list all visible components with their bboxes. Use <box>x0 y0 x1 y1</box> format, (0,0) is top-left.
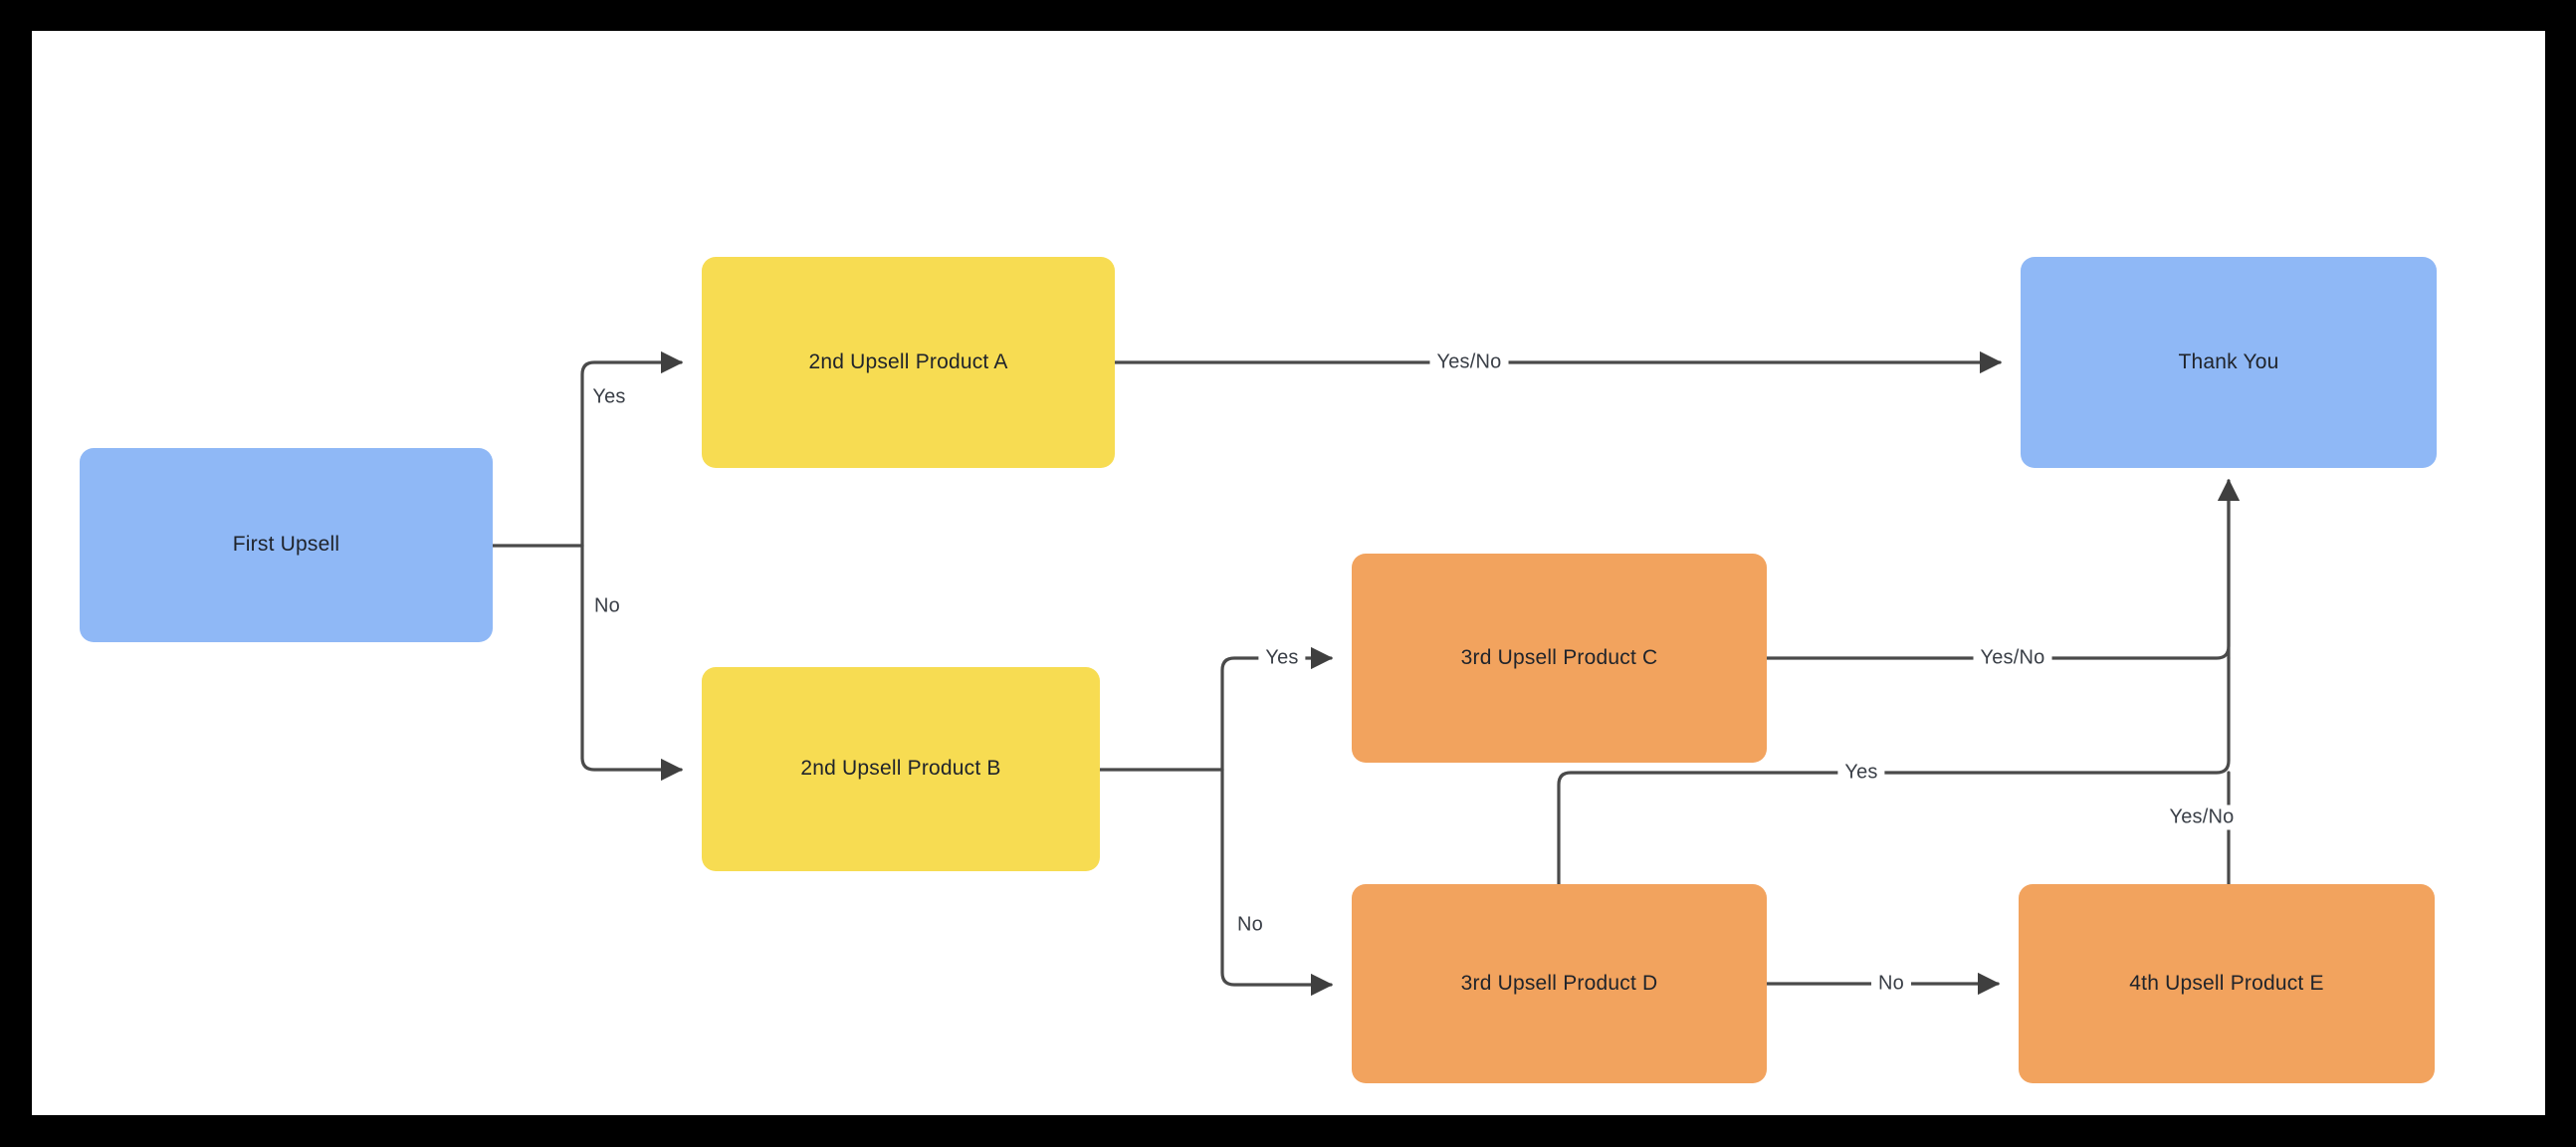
edge-label-first-to-b: No <box>587 593 627 619</box>
edge-first-to-b <box>580 544 684 782</box>
edge-b-to-c <box>1220 646 1334 772</box>
node-upsell-c[interactable]: 3rd Upsell Product C <box>1352 554 1767 763</box>
edge-label-a-to-thanks: Yes/No <box>1429 349 1509 375</box>
edge-c-to-thanks <box>1765 487 2231 660</box>
diagram-canvas: First Upsell 2nd Upsell Product A 2nd Up… <box>32 31 2545 1115</box>
node-upsell-d[interactable]: 3rd Upsell Product D <box>1352 884 1767 1083</box>
node-thank-you[interactable]: Thank You <box>2021 257 2437 468</box>
edge-label-b-to-d: No <box>1230 912 1270 938</box>
edge-label-b-to-c: Yes <box>1258 645 1306 671</box>
node-label: First Upsell <box>232 533 340 557</box>
edge-label-c-to-thanks: Yes/No <box>1973 645 2052 671</box>
edge-b-to-d <box>1220 768 1334 997</box>
node-label: 4th Upsell Product E <box>2129 971 2324 995</box>
flowchart: First Upsell 2nd Upsell Product A 2nd Up… <box>32 31 2545 1115</box>
node-label: 3rd Upsell Product D <box>1460 971 1658 995</box>
node-first-upsell[interactable]: First Upsell <box>80 448 493 642</box>
edge-d-to-thanks <box>1557 656 2231 886</box>
node-label: 2nd Upsell Product B <box>800 757 1001 781</box>
node-upsell-b[interactable]: 2nd Upsell Product B <box>702 667 1100 871</box>
node-upsell-e[interactable]: 4th Upsell Product E <box>2019 884 2435 1083</box>
flowchart-edges <box>491 350 2241 997</box>
edge-first-to-a <box>580 350 684 548</box>
node-label: 3rd Upsell Product C <box>1460 645 1658 669</box>
edge-label-d-to-thanks: Yes <box>1837 760 1885 786</box>
node-label: Thank You <box>2178 349 2279 373</box>
edge-label-d-to-e: No <box>1871 971 1911 997</box>
node-upsell-a[interactable]: 2nd Upsell Product A <box>702 257 1115 468</box>
edge-label-e-to-thanks: Yes/No <box>2162 804 2242 830</box>
edge-label-first-to-a: Yes <box>585 384 633 410</box>
node-label: 2nd Upsell Product A <box>808 349 1008 373</box>
